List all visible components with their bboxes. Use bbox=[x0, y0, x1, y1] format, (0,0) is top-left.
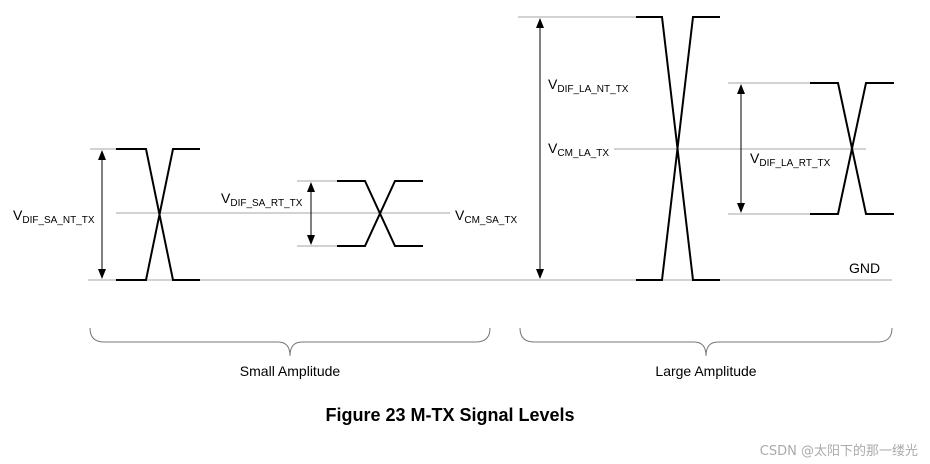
arrow-dif-la-rt bbox=[737, 84, 745, 213]
label-v-dif-la-nt-tx: VDIF_LA_NT_TX bbox=[548, 76, 629, 95]
waveform-sa-rt bbox=[337, 180, 423, 247]
label-gnd: GND bbox=[849, 260, 880, 276]
arrow-dif-sa-nt bbox=[98, 150, 106, 279]
waveform-la-rt bbox=[810, 82, 894, 215]
waveform-sa-nt bbox=[116, 148, 200, 281]
arrow-dif-la-nt bbox=[536, 18, 544, 279]
arrow-dif-sa-rt bbox=[307, 182, 315, 245]
watermark: CSDN @太阳下的那一缕光 bbox=[760, 443, 918, 459]
waveform-la-nt bbox=[636, 16, 720, 281]
label-v-cm-sa-tx: VCM_SA_TX bbox=[455, 207, 517, 226]
figure-caption: Figure 23 M-TX Signal Levels bbox=[325, 405, 574, 425]
group-label-large: Large Amplitude bbox=[655, 363, 756, 379]
label-v-dif-sa-rt-tx: VDIF_SA_RT_TX bbox=[221, 190, 303, 209]
label-v-cm-la-tx: VCM_LA_TX bbox=[548, 140, 609, 159]
label-v-dif-sa-nt-tx: VDIF_SA_NT_TX bbox=[13, 207, 95, 226]
group-label-small: Small Amplitude bbox=[240, 363, 341, 379]
brace-large-amplitude bbox=[519, 327, 893, 357]
label-v-dif-la-rt-tx: VDIF_LA_RT_TX bbox=[750, 150, 831, 169]
brace-small-amplitude bbox=[89, 327, 491, 357]
